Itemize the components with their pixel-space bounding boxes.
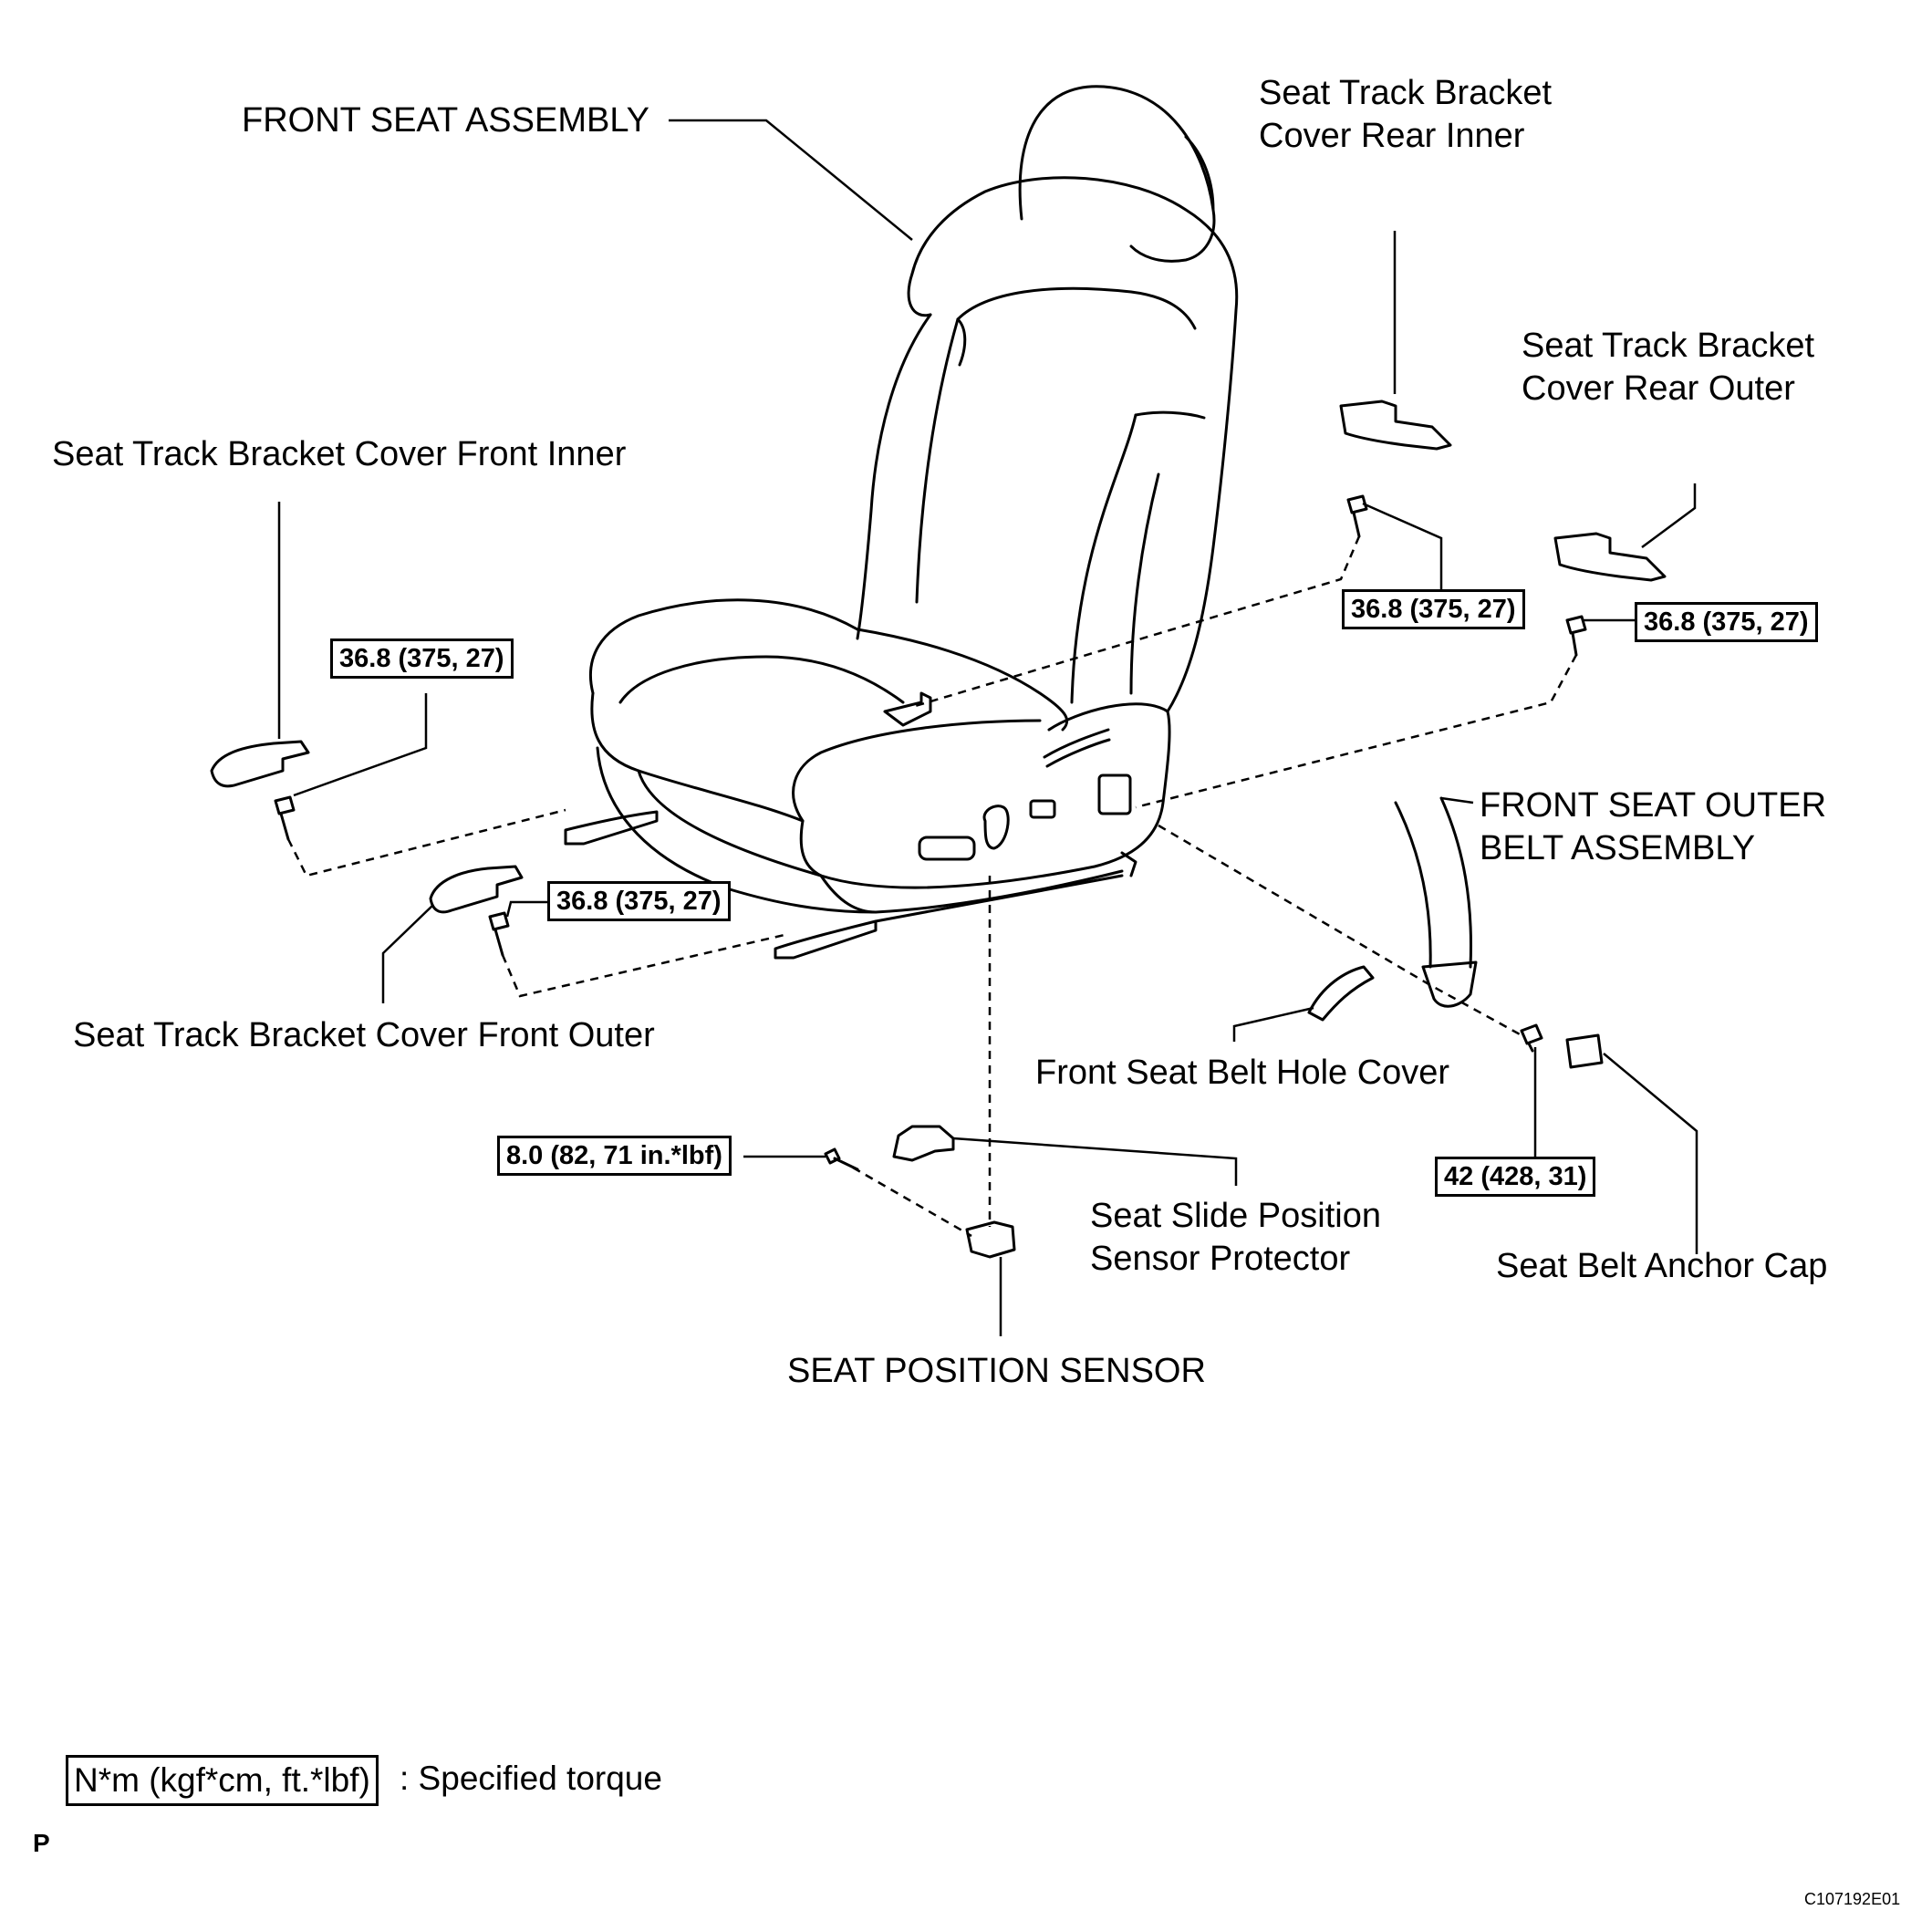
label-anchor-cap: Seat Belt Anchor Cap: [1496, 1247, 1828, 1285]
label-belt-hole-cover: Front Seat Belt Hole Cover: [1035, 1054, 1450, 1092]
torque-belt-anchor: 42 (428, 31): [1435, 1157, 1596, 1197]
label-front-inner: Seat Track Bracket Cover Front Inner: [52, 435, 627, 473]
torque-front-inner: 36.8 (375, 27): [330, 638, 514, 679]
torque-front-outer: 36.8 (375, 27): [547, 881, 731, 921]
legend-unit-box: N*m (kgf*cm, ft.*lbf): [66, 1755, 379, 1806]
label-slide-protector-line2: Sensor Protector: [1090, 1240, 1351, 1278]
label-slide-protector-line1: Seat Slide Position: [1090, 1197, 1381, 1235]
label-rear-inner-line2: Cover Rear Inner: [1259, 117, 1525, 155]
dashed-guide-lines: [286, 535, 1578, 1238]
label-front-seat-assembly: FRONT SEAT ASSEMBLY: [242, 101, 649, 140]
figure-code: C107192E01: [1804, 1890, 1901, 1908]
front-seat-drawing: [564, 85, 1239, 960]
label-front-outer: Seat Track Bracket Cover Front Outer: [73, 1016, 655, 1054]
label-seat-position-sensor: SEAT POSITION SENSOR: [787, 1352, 1206, 1390]
torque-sensor: 8.0 (82, 71 in.*lbf): [497, 1136, 732, 1176]
label-rear-outer-line2: Cover Rear Outer: [1522, 369, 1795, 408]
page-mark: P: [33, 1829, 50, 1857]
torque-rear-inner: 36.8 (375, 27): [1342, 589, 1525, 629]
parts-drawing: [210, 400, 1667, 1259]
label-rear-outer-line1: Seat Track Bracket: [1522, 327, 1815, 365]
label-rear-inner-line1: Seat Track Bracket: [1259, 74, 1553, 112]
legend-meaning: : Specified torque: [400, 1760, 662, 1797]
leader-lines: [277, 119, 1698, 1336]
label-belt-assembly-line1: FRONT SEAT OUTER: [1480, 786, 1827, 825]
label-belt-assembly-line2: BELT ASSEMBLY: [1480, 829, 1756, 867]
torque-rear-outer: 36.8 (375, 27): [1635, 602, 1818, 642]
